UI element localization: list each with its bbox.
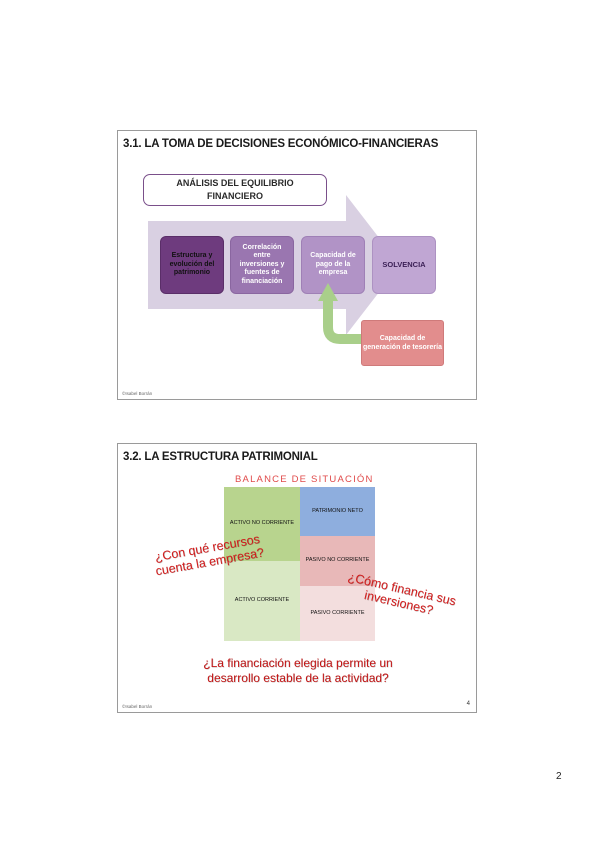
copyright: ©Isabel Borrán (122, 391, 153, 396)
slide-number: 4 (466, 701, 470, 707)
balance-title: BALANCE DE SITUACIÓN (235, 474, 374, 485)
slide-1-title: 3.1. LA TOMA DE DECISIONES ECONÓMICO-FIN… (123, 138, 439, 150)
box-tesoreria: Capacidad de generación de tesorería (361, 320, 444, 366)
question-financiacion-text: ¿La financiación elegida permite un desa… (203, 656, 393, 685)
cell-activo-corriente: ACTIVO CORRIENTE (224, 561, 300, 641)
copyright: ©Isabel Borrán (122, 704, 153, 709)
box-estructura: Estructura y evolución del patrimonio (160, 236, 224, 294)
page-number: 2 (556, 771, 562, 782)
question-financiacion: ¿La financiación elegida permite un desa… (118, 656, 476, 686)
slide-2: 3.2. LA ESTRUCTURA PATRIMONIAL BALANCE D… (117, 443, 477, 713)
green-return-arrow (318, 283, 361, 344)
analysis-title-box: ANÁLISIS DEL EQUILIBRIO FINANCIERO (143, 174, 327, 206)
cell-patrimonio-neto: PATRIMONIO NETO (300, 487, 375, 536)
box-capacidad-pago: Capacidad de pago de la empresa (301, 236, 365, 294)
box-correlacion: Correlación entre inversiones y fuentes … (230, 236, 294, 294)
cell-pasivo-no-corriente: PASIVO NO CORRIENTE (300, 536, 375, 586)
slide-1: 3.1. LA TOMA DE DECISIONES ECONÓMICO-FIN… (117, 130, 477, 400)
box-solvencia: SOLVENCIA (372, 236, 436, 294)
cell-activo-no-corriente: ACTIVO NO CORRIENTE (224, 487, 300, 561)
slide-2-title: 3.2. LA ESTRUCTURA PATRIMONIAL (123, 451, 318, 463)
cell-pasivo-corriente: PASIVO CORRIENTE (300, 586, 375, 641)
